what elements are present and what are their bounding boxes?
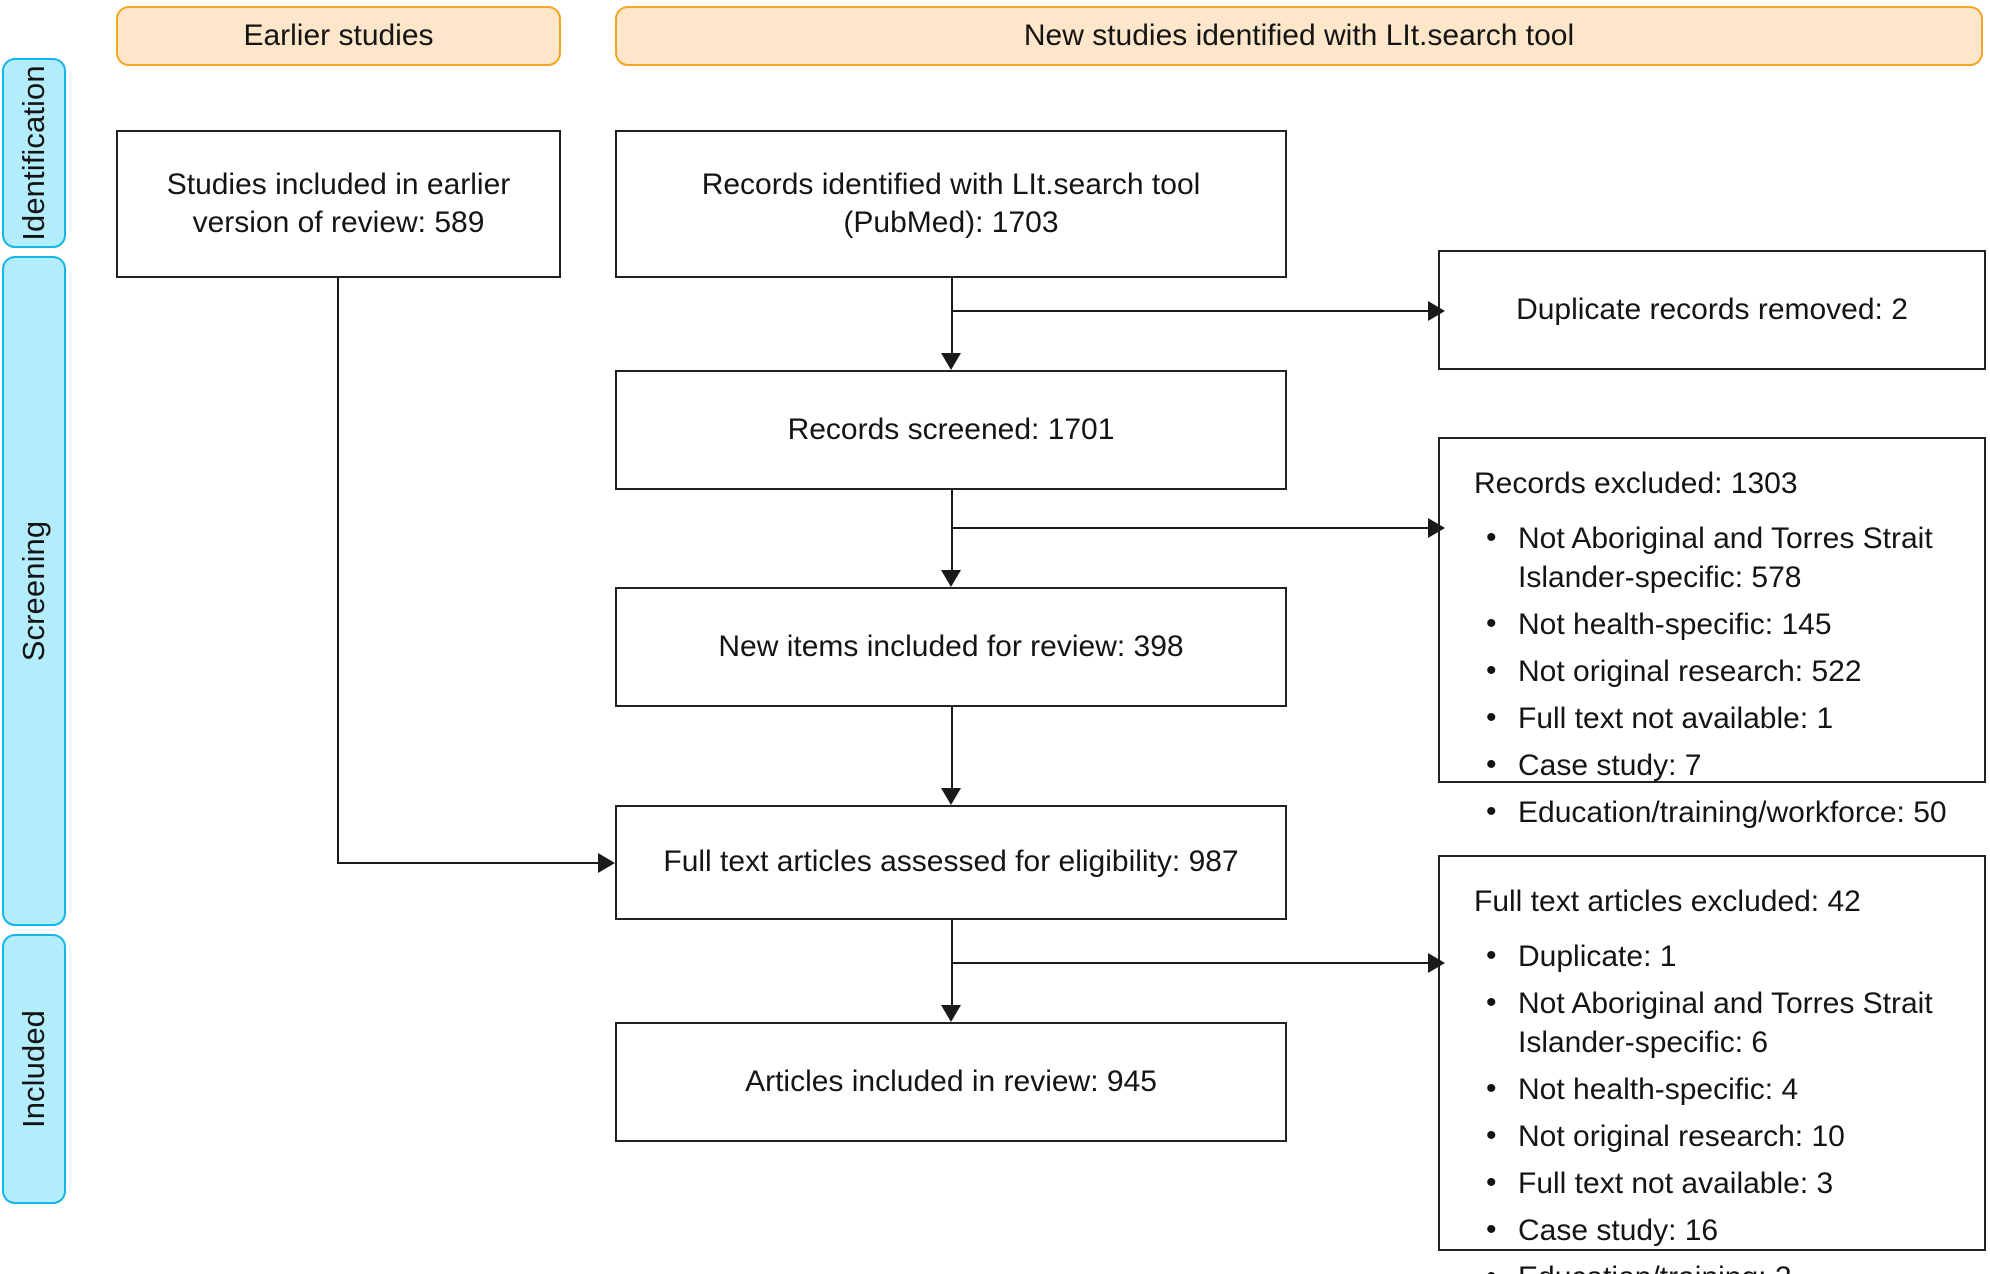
box-earlier-included-label: Studies included in earlier version of r… (166, 167, 511, 239)
banner-earlier-studies: Earlier studies (116, 6, 561, 66)
banner-new-studies: New studies identified with LIt.search t… (615, 6, 1983, 66)
connector-screened-to-newitems-vertical (951, 490, 953, 570)
box-records-screened-label: Records screened: 1701 (787, 412, 1115, 446)
phase-identification: Identification (2, 58, 66, 248)
box-full-text-assessed-label: Full text articles assessed for eligibil… (663, 845, 1239, 879)
list-item: Duplicate: 1 (1474, 936, 1962, 976)
box-articles-included-label: Articles included in review: 945 (745, 1064, 1157, 1098)
connector-screened-to-newitems-arrowhead (941, 570, 961, 587)
list-item: Not health-specific: 145 (1474, 604, 1962, 644)
box-full-text-excluded-title: Full text articles excluded: 42 (1474, 885, 1861, 918)
list-item: Not original research: 10 (1474, 1116, 1962, 1156)
phase-included: Included (2, 934, 66, 1204)
connector-fulltext-to-excluded-arrowhead (1428, 953, 1445, 973)
records-excluded-list: Not Aboriginal and Torres Strait Islande… (1474, 518, 1962, 832)
box-duplicates-removed-label: Duplicate records removed: 2 (1516, 292, 1908, 326)
box-earlier-included: Studies included in earlier version of r… (116, 130, 561, 278)
box-new-items-included: New items included for review: 398 (615, 587, 1287, 707)
connector-earlier-to-fulltext-vertical (337, 278, 339, 863)
connector-screened-to-excluded-horizontal (951, 527, 1438, 529)
phase-screening-label: Screening (16, 520, 51, 662)
connector-fulltext-to-included-arrowhead (941, 1005, 961, 1022)
connector-newitems-to-fulltext-vertical (951, 707, 953, 788)
list-item: Not Aboriginal and Torres Strait Islande… (1474, 518, 1962, 597)
connector-fulltext-to-excluded-horizontal (951, 962, 1438, 964)
list-item: Full text not available: 1 (1474, 698, 1962, 738)
list-item: Not health-specific: 4 (1474, 1069, 1962, 1109)
connector-screened-to-excluded-arrowhead (1428, 518, 1445, 538)
box-records-screened: Records screened: 1701 (615, 370, 1287, 490)
box-articles-included: Articles included in review: 945 (615, 1022, 1287, 1142)
list-item: Education/training/workforce: 50 (1474, 792, 1962, 832)
list-item: Not original research: 522 (1474, 651, 1962, 691)
connector-identified-to-screened-arrowhead (941, 353, 961, 370)
connector-earlier-to-fulltext-arrowhead (598, 853, 615, 873)
connector-identified-to-screened-vertical (951, 278, 953, 353)
connector-newitems-to-fulltext-arrowhead (941, 788, 961, 805)
banner-new-studies-label: New studies identified with LIt.search t… (1023, 19, 1575, 52)
full-text-excluded-list: Duplicate: 1 Not Aboriginal and Torres S… (1474, 936, 1962, 1274)
list-item: Full text not available: 3 (1474, 1163, 1962, 1203)
box-records-excluded-title: Records excluded: 1303 (1474, 467, 1798, 500)
phase-screening: Screening (2, 256, 66, 926)
box-full-text-excluded: Full text articles excluded: 42 Duplicat… (1438, 855, 1986, 1274)
box-new-items-included-label: New items included for review: 398 (718, 629, 1184, 663)
list-item: Not Aboriginal and Torres Strait Islande… (1474, 983, 1962, 1062)
list-item: Education/training: 2 (1474, 1257, 1962, 1274)
phase-included-label: Included (16, 1009, 51, 1129)
banner-earlier-studies-label: Earlier studies (243, 19, 434, 52)
list-item: Case study: 16 (1474, 1210, 1962, 1250)
box-full-text-assessed: Full text articles assessed for eligibil… (615, 805, 1287, 920)
connector-identified-to-duplicates-arrowhead (1428, 301, 1445, 321)
connector-earlier-to-fulltext-horizontal (337, 862, 599, 864)
phase-identification-label: Identification (16, 65, 51, 241)
box-duplicates-removed: Duplicate records removed: 2 (1438, 250, 1986, 370)
connector-identified-to-duplicates-horizontal (951, 310, 1438, 312)
list-item: Case study: 7 (1474, 745, 1962, 785)
box-records-excluded: Records excluded: 1303 Not Aboriginal an… (1438, 437, 1986, 831)
box-records-identified-label: Records identified with LIt.search tool … (701, 167, 1201, 239)
box-records-identified: Records identified with LIt.search tool … (615, 130, 1287, 278)
